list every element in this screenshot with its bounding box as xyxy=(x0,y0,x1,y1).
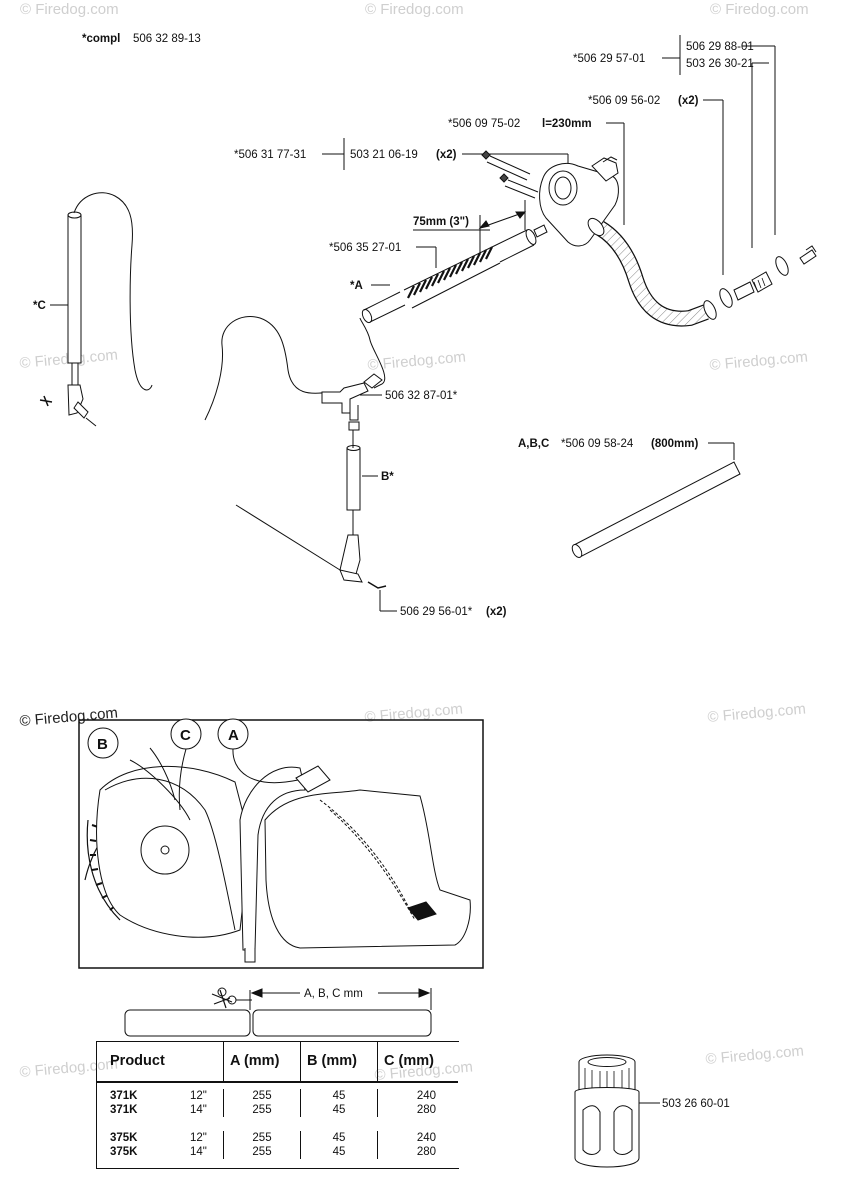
cell-a: 255 xyxy=(223,1089,301,1103)
part-qty: (x2) xyxy=(486,606,507,618)
watermark: © Firedog.com xyxy=(364,700,464,726)
part-number-506-09-75-02: *506 09 75-02 xyxy=(448,118,520,130)
part-number-506-29-57-01: *506 29 57-01 xyxy=(573,53,645,65)
watermark: © Firedog.com xyxy=(19,704,119,730)
part-length: (800mm) xyxy=(651,438,698,450)
watermark: © Firedog.com xyxy=(365,1,464,18)
cell-size: 12" xyxy=(190,1090,207,1102)
label-b: B* xyxy=(381,471,394,483)
part-number-503-26-60-01: 503 26 60-01 xyxy=(662,1098,730,1110)
header-c-mm: C (mm) xyxy=(377,1041,458,1083)
watermark: © Firedog.com xyxy=(705,1042,805,1068)
cell-a: 255 xyxy=(223,1103,301,1117)
part-number-503-26-30-21: 503 26 30-21 xyxy=(686,58,754,70)
cell-size: 14" xyxy=(190,1146,207,1158)
part-number-506-09-56-02: *506 09 56-02 xyxy=(588,95,660,107)
watermark: © Firedog.com xyxy=(707,700,807,726)
table-row: 371K 12" 255 45 240 xyxy=(96,1089,458,1103)
y-connector xyxy=(321,373,383,421)
cell-c: 280 xyxy=(377,1145,458,1159)
part-number-506-35-27-01: *506 35 27-01 xyxy=(329,242,401,254)
header-b-mm: B (mm) xyxy=(300,1041,378,1083)
watermark: © Firedog.com xyxy=(710,1,809,18)
label-c: *C xyxy=(33,300,46,312)
cell-c: 280 xyxy=(377,1103,458,1117)
callout-b: B xyxy=(97,736,108,753)
part-number-506-31-77-31: *506 31 77-31 xyxy=(234,149,306,161)
compl-prefix: *compl xyxy=(82,33,120,45)
table-row: 375K 14" 255 45 280 xyxy=(96,1145,458,1159)
cell-product: 375K xyxy=(110,1146,138,1158)
watermark: © Firedog.com xyxy=(20,1,119,18)
cell-c: 240 xyxy=(377,1089,458,1103)
cell-b: 45 xyxy=(300,1145,378,1159)
cell-size: 12" xyxy=(190,1132,207,1144)
cell-product: 371K xyxy=(110,1104,138,1116)
cell-product: 375K xyxy=(110,1132,138,1144)
callout-c: C xyxy=(180,727,191,744)
part-number-503-21-06-19: 503 21 06-19 xyxy=(350,149,418,161)
part-number-506-09-58-24: *506 09 58-24 xyxy=(561,438,634,450)
watermark: © Firedog.com xyxy=(709,348,809,374)
cell-c: 240 xyxy=(377,1131,458,1145)
header-product: Product xyxy=(96,1041,224,1083)
cell-a: 255 xyxy=(223,1131,301,1145)
callout-a: A xyxy=(228,727,239,744)
watermark: © Firedog.com xyxy=(367,348,467,374)
table-row: 375K 12" 255 45 240 xyxy=(96,1131,458,1145)
quick-coupling: 503 26 60-01 xyxy=(574,1054,730,1168)
part-qty: (x2) xyxy=(436,149,457,161)
part-number-506-32-89-13: 506 32 89-13 xyxy=(133,33,201,45)
cut-off-saw-illustration: B C A xyxy=(78,718,484,969)
spring-coil xyxy=(403,246,501,309)
cell-b: 45 xyxy=(300,1089,378,1103)
cell-product: 371K xyxy=(110,1090,138,1102)
part-number-506-29-56-01: 506 29 56-01* xyxy=(400,606,473,618)
cell-a: 255 xyxy=(223,1145,301,1159)
label-a: *A xyxy=(350,280,363,292)
dimension-75mm: 75mm (3") xyxy=(413,216,469,228)
cell-b: 45 xyxy=(300,1131,378,1145)
part-qty: (x2) xyxy=(678,95,699,107)
specs-table: Product A (mm) B (mm) C (mm) 371K 12" 25… xyxy=(96,1041,458,1171)
part-number-506-32-87-01: 506 32 87-01* xyxy=(385,390,458,402)
cell-size: 14" xyxy=(190,1104,207,1116)
header-a-mm: A (mm) xyxy=(223,1041,301,1083)
abc-prefix: A,B,C xyxy=(518,438,549,450)
tube-dimension-drawing: A, B, C mm xyxy=(124,987,432,1037)
part-number-506-29-88-01: 506 29 88-01 xyxy=(686,41,754,53)
table-row: 371K 14" 255 45 280 xyxy=(96,1103,458,1117)
exploded-view: *compl 506 32 89-13 *506 29 57-01 506 29… xyxy=(33,33,817,618)
part-length: l=230mm xyxy=(542,118,592,130)
dimension-abc-mm: A, B, C mm xyxy=(304,988,363,1000)
table-header-row: Product A (mm) B (mm) C (mm) xyxy=(96,1041,458,1083)
cell-b: 45 xyxy=(300,1103,378,1117)
